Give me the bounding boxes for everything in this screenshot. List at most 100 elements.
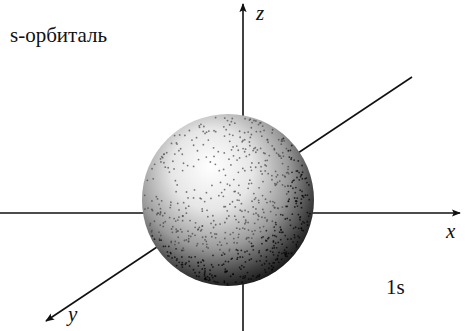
stipple-dot xyxy=(208,130,210,132)
stipple-dot xyxy=(212,266,214,268)
stipple-dot xyxy=(188,261,190,263)
stipple-dot xyxy=(210,232,212,234)
stipple-dot xyxy=(155,196,157,198)
stipple-dot xyxy=(259,260,261,262)
stipple-dot xyxy=(301,227,303,229)
stipple-dot xyxy=(225,261,227,263)
stipple-dot xyxy=(154,163,156,165)
stipple-dot xyxy=(201,210,203,212)
stipple-dot xyxy=(178,242,180,244)
stipple-dot xyxy=(187,230,189,232)
stipple-dot xyxy=(189,220,191,222)
stipple-dot xyxy=(301,207,303,209)
stipple-dot xyxy=(207,247,209,249)
stipple-dot xyxy=(277,207,279,209)
stipple-dot xyxy=(215,237,217,239)
stipple-dot xyxy=(292,180,294,182)
stipple-dot xyxy=(218,264,220,266)
stipple-dot xyxy=(217,151,219,153)
stipple-dot xyxy=(248,183,250,185)
stipple-dot xyxy=(289,150,291,152)
stipple-dot xyxy=(210,198,212,200)
stipple-dot xyxy=(183,202,185,204)
stipple-dot xyxy=(287,166,289,168)
stipple-dot xyxy=(299,216,301,218)
stipple-dot xyxy=(281,140,283,142)
stipple-dot xyxy=(244,118,246,120)
stipple-dot xyxy=(173,168,175,170)
stipple-dot xyxy=(181,250,183,252)
stipple-dot xyxy=(173,218,175,220)
stipple-dot xyxy=(262,125,264,127)
stipple-dot xyxy=(285,148,287,150)
stipple-dot xyxy=(215,224,217,226)
stipple-dot xyxy=(263,130,265,132)
stipple-dot xyxy=(197,229,199,231)
stipple-dot xyxy=(295,226,297,228)
stipple-dot xyxy=(274,235,276,237)
stipple-dot xyxy=(215,281,217,283)
stipple-dot xyxy=(301,165,303,167)
stipple-dot xyxy=(196,137,198,139)
stipple-dot xyxy=(282,138,284,140)
stipple-dot xyxy=(253,233,255,235)
stipple-dot xyxy=(234,206,236,208)
stipple-dot xyxy=(272,241,274,243)
stipple-dot xyxy=(251,245,253,247)
stipple-dot xyxy=(284,249,286,251)
stipple-dot xyxy=(237,171,239,173)
stipple-dot xyxy=(171,257,173,259)
stipple-dot xyxy=(300,202,302,204)
stipple-dot xyxy=(273,254,275,256)
stipple-dot xyxy=(200,123,202,125)
stipple-dot xyxy=(288,191,290,193)
stipple-dot xyxy=(177,230,179,232)
stipple-dot xyxy=(197,262,199,264)
stipple-dot xyxy=(212,255,214,257)
stipple-dot xyxy=(146,179,148,181)
stipple-dot xyxy=(286,172,288,174)
stipple-dot xyxy=(264,217,266,219)
stipple-dot xyxy=(283,138,285,140)
stipple-dot xyxy=(307,224,309,226)
stipple-dot xyxy=(291,145,293,147)
stipple-dot xyxy=(271,175,273,177)
stipple-dot xyxy=(202,259,204,261)
stipple-dot xyxy=(160,158,162,160)
stipple-dot xyxy=(243,216,245,218)
stipple-dot xyxy=(294,197,296,199)
stipple-dot xyxy=(209,273,211,275)
stipple-dot xyxy=(171,228,173,230)
stipple-dot xyxy=(206,209,208,211)
stipple-dot xyxy=(266,159,268,161)
stipple-dot xyxy=(238,199,240,201)
stipple-dot xyxy=(164,212,166,214)
stipple-dot xyxy=(213,220,215,222)
stipple-dot xyxy=(199,272,201,274)
stipple-dot xyxy=(295,200,297,202)
stipple-dot xyxy=(211,236,213,238)
stipple-dot xyxy=(272,201,274,203)
stipple-dot xyxy=(251,237,253,239)
stipple-dot xyxy=(172,226,174,228)
stipple-dot xyxy=(204,132,206,134)
stipple-dot xyxy=(181,153,183,155)
stipple-dot xyxy=(196,275,198,277)
stipple-dot xyxy=(247,222,249,224)
stipple-dot xyxy=(223,152,225,154)
stipple-dot xyxy=(244,139,246,141)
stipple-dot xyxy=(286,218,288,220)
stipple-dot xyxy=(203,265,205,267)
stipple-dot xyxy=(291,157,293,159)
stipple-dot xyxy=(224,268,226,270)
stipple-dot xyxy=(184,240,186,242)
stipple-dot xyxy=(266,240,268,242)
stipple-dot xyxy=(188,241,190,243)
stipple-dot xyxy=(270,211,272,213)
stipple-dot xyxy=(197,228,199,230)
stipple-dot xyxy=(171,143,173,145)
orbital-label: 1s xyxy=(386,276,405,299)
stipple-dot xyxy=(275,222,277,224)
stipple-dot xyxy=(224,189,226,191)
stipple-dot xyxy=(285,254,287,256)
